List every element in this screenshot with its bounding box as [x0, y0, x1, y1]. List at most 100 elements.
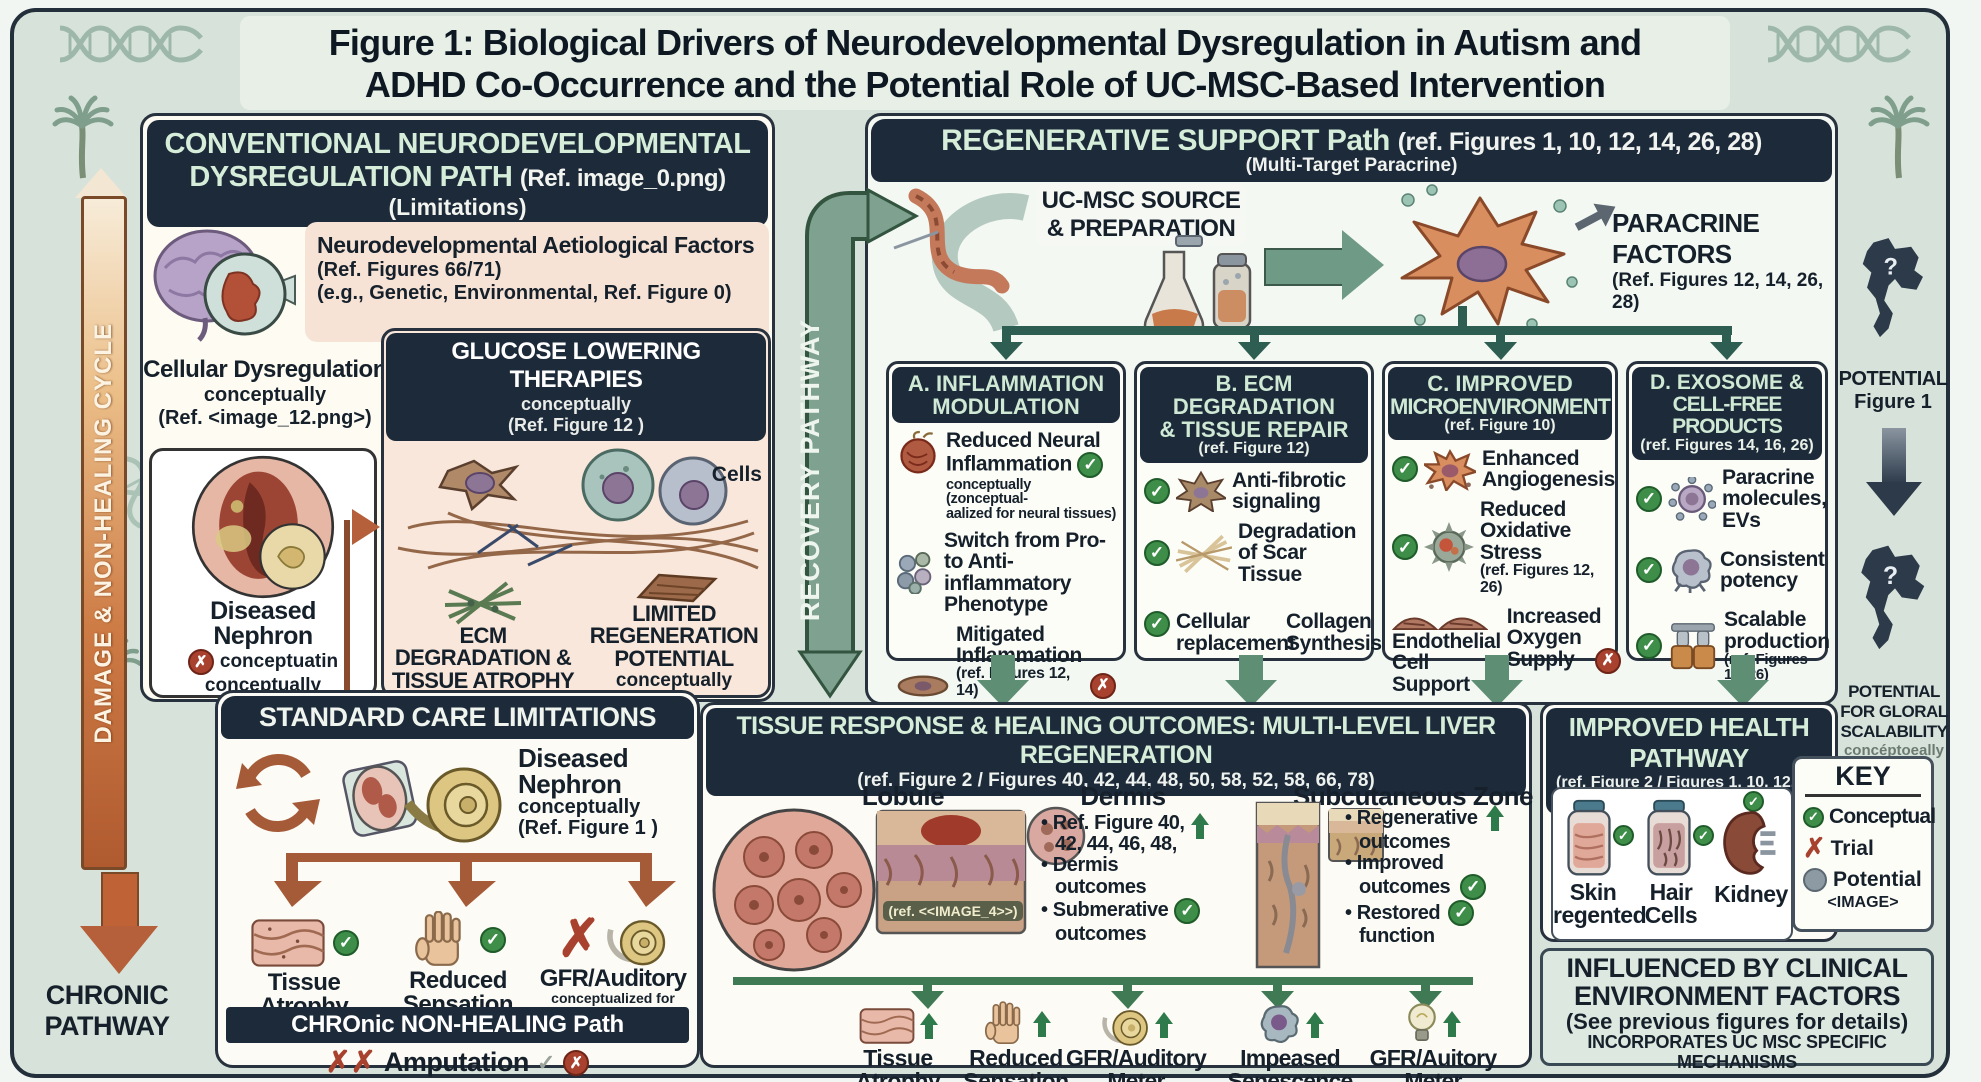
conventional-subtitle: (Limitations) — [388, 194, 527, 220]
source-arrow-stem — [1264, 248, 1346, 286]
x-circle-icon: ✗ — [1090, 673, 1116, 699]
check-icon: ✓ — [1174, 897, 1201, 924]
sc-item3-l1: GFR/Auditory — [539, 965, 687, 992]
chronic-band: CHROnic NON-HEALING Path — [226, 1007, 689, 1043]
cell-detail-icon — [1025, 805, 1087, 867]
lightbulb-icon — [1408, 1003, 1436, 1041]
regenerative-panel: REGENERATIVE SUPPORT Path (ref. Figures … — [865, 113, 1838, 705]
tissue-item1-l1: Tissue — [863, 1045, 933, 1071]
ecm-title: ECM DEGRADATION & TISSUE ATROPHY — [391, 623, 575, 693]
dermis-b2b: outcomes — [1055, 875, 1147, 898]
tissue-item2-l1: Reduced — [969, 1045, 1063, 1071]
conventional-title-ref: (Ref. image_0.png) — [519, 165, 726, 192]
down-arrow — [1225, 655, 1277, 707]
paracrine-ref: (Ref. Figures 12, 14, 26, 28) — [1612, 270, 1824, 313]
glucose-ref: (Ref. Figure 12 ) — [507, 415, 645, 435]
aetiology-box: Neurodevelopmental Aetiological Factors … — [305, 222, 769, 342]
sc-item1-l1: Tissue — [267, 969, 341, 996]
x-circle-icon: ✗ — [563, 1049, 590, 1076]
question-mark: ? — [1883, 255, 1897, 281]
key-trial: Trial — [1830, 836, 1874, 860]
col-b-item2: Degradation of Scar Tissue — [1238, 519, 1357, 586]
branch-arrows — [274, 853, 676, 907]
cells-illustration — [388, 433, 768, 583]
rail-arrow-head — [1866, 482, 1922, 516]
damage-cycle-label: DAMAGE & NON-HEALING CYCLE — [90, 322, 117, 744]
check-icon: ✓ — [1448, 900, 1475, 927]
tissue-icon — [859, 1008, 915, 1044]
aetiology-ref: (Ref. Figures 66/71) — [317, 259, 502, 281]
key-potential: Potential — [1833, 868, 1922, 891]
limited-sub: conceptually — [615, 670, 733, 692]
hand-icon — [984, 1001, 1021, 1045]
check-icon: ✓ — [1693, 825, 1714, 846]
gray-dot-icon — [1803, 868, 1827, 892]
up-arrow-icon — [1155, 1011, 1173, 1039]
subq-bullets: • Regenerative outcomes • Improved outco… — [1345, 805, 1531, 948]
gray-check-icon: ✓ — [536, 1049, 556, 1075]
up-arrow-icon — [1190, 813, 1209, 840]
regen-header: REGENERATIVE SUPPORT Path (ref. Figures … — [871, 119, 1832, 182]
col-d-item1: Paracrine molecules, EVs — [1722, 465, 1827, 532]
tissue-branch-tree — [733, 977, 1473, 1009]
check-icon: ✓ — [1636, 557, 1662, 584]
dermis-b1b: 42, 44, 46, 48, — [1055, 833, 1177, 856]
umbilical-cord-icon — [876, 188, 1036, 336]
question-mark: ? — [1883, 563, 1898, 590]
col-a-item3: Mitigated Inflammation — [956, 622, 1082, 667]
paracrine-factors-label: PARACRINE FACTORS (Ref. Figures 12, 14, … — [1612, 208, 1832, 314]
palm-tree-icon — [1868, 88, 1930, 183]
key-conceptual: Conceptual — [1829, 805, 1936, 828]
dermis-bullets: • Ref. Figure 40, 42, 44, 46, 48, • Derm… — [1041, 812, 1253, 945]
column-b-ecm: B. ECM DEGRADATION & TISSUE REPAIR (ref.… — [1134, 361, 1382, 661]
potential2-l2: FOR GLORAL — [1840, 702, 1948, 721]
aetiology-title: Neurodevelopmental Aetiological Factors — [317, 232, 755, 258]
scar-fibers-icon — [1176, 534, 1232, 574]
ecm-degradation-block: ECM DEGRADATION & TISSUE ATROPHY concept… — [390, 579, 576, 695]
exosome-icon — [1668, 477, 1716, 521]
tissue-patch-icon — [636, 573, 718, 603]
nephron-title1: Diseased — [210, 597, 316, 625]
conventional-panel: CONVENTIONAL NEURODEVELOPMENTAL DYSREGUL… — [140, 113, 775, 702]
tissue-item4-l2: Senescence — [1227, 1068, 1354, 1082]
col-a-item1: Reduced Neural Inflammation — [946, 429, 1101, 476]
col-b-item1: Anti-fibrotic signaling — [1232, 469, 1346, 514]
col-a-item1-note2: aalized for neural tissues) — [946, 506, 1116, 523]
x-circle-icon: ✗ — [187, 649, 214, 675]
paracrine-title: PARACRINE FACTORS — [1612, 208, 1760, 269]
skin-l1: Skin — [1569, 879, 1617, 905]
sc-item-reduced-sensation: ✓ Reduced Sensation — [388, 911, 528, 1017]
regen-title-ref: (ref. Figures 1, 10, 12, 14, 26, 28) — [1397, 128, 1763, 156]
key-divider — [1805, 794, 1921, 797]
check-icon: ✓ — [1743, 791, 1764, 812]
influenced-l1: INFLUENCED BY CLINICAL — [1566, 953, 1908, 983]
col-a-title1: A. INFLAMMATION — [907, 371, 1105, 396]
standard-care-title: STANDARD CARE LIMITATIONS — [221, 696, 694, 739]
diseased-nephron-box: Diseased Nephron ✗ conceptuatin conceptu… — [149, 448, 377, 698]
tissue-item4-l1: Impeased — [1240, 1045, 1341, 1071]
col-c-title2: MICROENVIRONMENT — [1390, 394, 1611, 420]
hair-jar-icon — [1641, 799, 1697, 879]
check-icon: ✓ — [1460, 874, 1487, 901]
limited-title: LIMITED REGENERATION POTENTIAL — [589, 601, 759, 671]
x-glyph-icon: ✗✗ — [325, 1046, 376, 1079]
conventional-title1: CONVENTIONAL NEURODEVELOPMENTAL — [164, 128, 751, 160]
cellular-ref: (Ref. <image_12.png>) — [158, 407, 372, 429]
column-d-exosome: D. EXOSOME & CELL-FREE PRODUCTS (ref. Fi… — [1626, 361, 1830, 682]
tissue-response-panel: TISSUE RESPONSE & HEALING OUTCOMES: MULT… — [700, 702, 1533, 1082]
up-arrow-icon — [1306, 1011, 1324, 1039]
tissue-item5-l2: Meter — [1404, 1068, 1462, 1082]
check-icon: ✓ — [333, 930, 359, 956]
teal-connector-tree — [990, 306, 1743, 360]
influenced-l2: ENVIRONMENT FACTORS — [1573, 980, 1901, 1011]
dna-icon — [55, 22, 205, 66]
sc-nephron-label: Diseased Nephron conceptually (Ref. Figu… — [518, 745, 698, 839]
kidney-icon — [1717, 809, 1783, 879]
column-c-microenvironment: C. IMPROVED MICROENVIRONMENT (ref. Figur… — [1382, 361, 1622, 695]
source-arrow-head — [1342, 230, 1384, 300]
dermis-b3b: outcomes — [1055, 922, 1147, 945]
check-icon: ✓ — [1392, 534, 1418, 561]
col-c-item3a: Endothelial Cell Support — [1392, 629, 1501, 696]
up-arrow-icon — [920, 1012, 938, 1040]
brain-icon — [145, 218, 305, 353]
